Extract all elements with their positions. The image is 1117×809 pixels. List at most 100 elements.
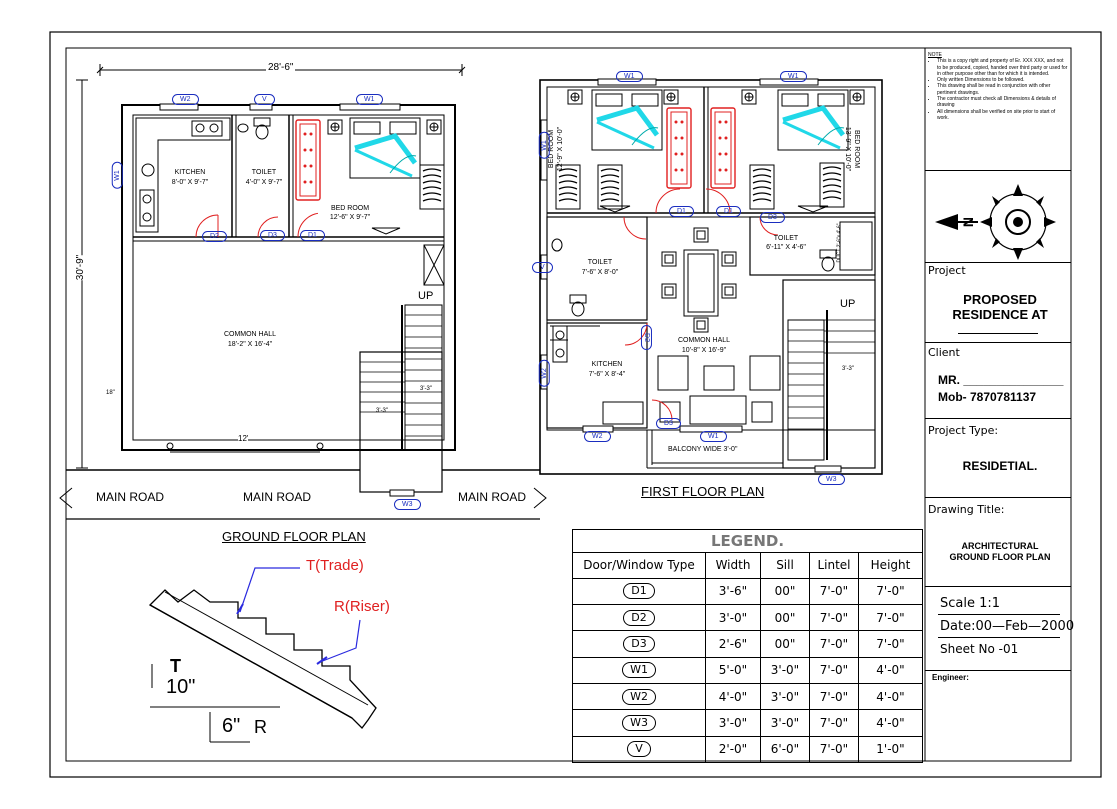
legend-type-cell: D2 xyxy=(572,603,706,632)
project-type-label: Project Type: xyxy=(928,424,999,437)
legend-value-cell: 2'-6" xyxy=(705,630,761,658)
ground-floor-title: GROUND FLOOR PLAN xyxy=(222,529,366,544)
legend-type-tag: D1 xyxy=(623,583,655,600)
tag-w3-first: W3 xyxy=(818,474,845,485)
legend-value-cell: 7'-0" xyxy=(809,656,859,684)
legend-type-cell: W3 xyxy=(572,709,706,737)
tag-w3-ground: W3 xyxy=(394,499,421,510)
note-item: This drawing shall be read in conjunctio… xyxy=(937,83,1068,96)
legend-header: Height xyxy=(858,552,923,579)
tag-w2-ground: W2 xyxy=(172,94,199,105)
legend-value-cell: 7'-0" xyxy=(809,630,859,658)
legend-header: Width xyxy=(705,552,761,579)
legend-value-cell: 4'-0" xyxy=(858,709,923,737)
legend-type-cell: V xyxy=(572,735,706,764)
first-dim-3-3: 3'-3" xyxy=(842,366,854,372)
tag-d1-first-b: D1 xyxy=(716,206,741,217)
legend-type-cell: D3 xyxy=(572,630,706,658)
tag-w1-first-b: W1 xyxy=(780,71,807,82)
stair-detail xyxy=(148,567,377,743)
first-up-label: UP xyxy=(840,298,856,310)
legend-value-cell: 7'-0" xyxy=(809,577,859,605)
legend-type-tag: V xyxy=(627,741,651,758)
r-letter: R xyxy=(254,717,267,737)
inner-border xyxy=(65,47,1072,762)
tag-v-ground: V xyxy=(254,94,275,105)
project-type-value: RESIDETIAL. xyxy=(962,459,1038,473)
legend-value-cell: 4'-0" xyxy=(858,656,923,684)
client-label: Client xyxy=(928,346,960,359)
ground-width-dim: 28'-6" xyxy=(266,62,296,73)
main-road-label-1: MAIN ROAD xyxy=(96,490,165,504)
tag-v-first: V xyxy=(532,262,553,273)
legend-header-row: Door/Window Type Width Sill Lintel Heigh… xyxy=(572,552,923,579)
tag-w1-ground-top: W1 xyxy=(356,94,383,105)
legend-type-tag: D3 xyxy=(623,635,655,652)
outer-border xyxy=(49,31,1102,778)
tag-d3-ground: D3 xyxy=(260,230,285,241)
legend-value-cell: 4'-0" xyxy=(705,682,761,711)
sheet-text: Sheet No -01 xyxy=(940,642,1019,656)
legend-header: Sill xyxy=(760,552,810,579)
tag-w1-first-d: W1 xyxy=(700,431,727,442)
project-label: Project xyxy=(928,264,966,277)
riser-label: R(Riser) xyxy=(334,598,390,615)
legend-value-cell: 3'-0" xyxy=(760,656,810,684)
first-duct-label: DUCT 2'-6"x 4'-6" xyxy=(836,223,843,263)
legend-header: Lintel xyxy=(809,552,859,579)
legend-type-cell: W1 xyxy=(572,656,706,684)
drawing-title-label: Drawing Title: xyxy=(928,503,1005,516)
tag-d3-first-a: D3 xyxy=(760,212,785,223)
legend-value-cell: 7'-0" xyxy=(858,630,923,658)
client-mobile: Mob- 7870781137 xyxy=(938,390,1037,404)
legend-value-cell: 2'-0" xyxy=(705,735,761,764)
first-floor-plan xyxy=(539,78,883,475)
date-text: Date:00—Feb—2000 xyxy=(940,619,1075,634)
tag-d1-ground: D1 xyxy=(300,230,325,241)
legend-value-cell: 3'-6" xyxy=(705,577,761,605)
tag-w1-first-c: W1 xyxy=(538,132,550,159)
ground-dim-3-3b: 3'-3" xyxy=(376,408,388,414)
r-value: 6" xyxy=(222,715,241,737)
legend-type-tag: W2 xyxy=(622,688,656,705)
ground-dim-18: 18" xyxy=(106,390,115,396)
legend-value-cell: 00" xyxy=(760,603,810,632)
project-underline xyxy=(958,333,1038,334)
legend-value-cell: 3'-0" xyxy=(705,603,761,632)
legend-header: Door/Window Type xyxy=(572,552,706,579)
legend-type-tag: D2 xyxy=(623,609,655,626)
legend-value-cell: 7'-0" xyxy=(809,735,859,764)
ground-up-label: UP xyxy=(418,290,434,302)
note-item: This is a copy right and property of Er.… xyxy=(937,58,1068,77)
note-item: The contractor must check all Dimensions… xyxy=(937,96,1068,109)
legend-value-cell: 4'-0" xyxy=(858,682,923,711)
legend-value-cell: 7'-0" xyxy=(809,682,859,711)
tag-d1-first-a: D1 xyxy=(669,206,694,217)
note-title: NOTE xyxy=(928,52,942,58)
legend-value-cell: 7'-0" xyxy=(858,577,923,605)
legend-value-cell: 3'-0" xyxy=(760,682,810,711)
legend-type-tag: W3 xyxy=(622,714,656,731)
tag-w1-ground-left: W1 xyxy=(111,162,123,189)
ground-height-dim: 30'-9" xyxy=(75,254,87,281)
legend-value-cell: 3'-0" xyxy=(760,709,810,737)
legend-value-cell: 00" xyxy=(760,630,810,658)
t-value: 10" xyxy=(166,676,196,698)
legend-value-cell: 6'-0" xyxy=(760,735,810,764)
north-label: N xyxy=(960,216,977,228)
